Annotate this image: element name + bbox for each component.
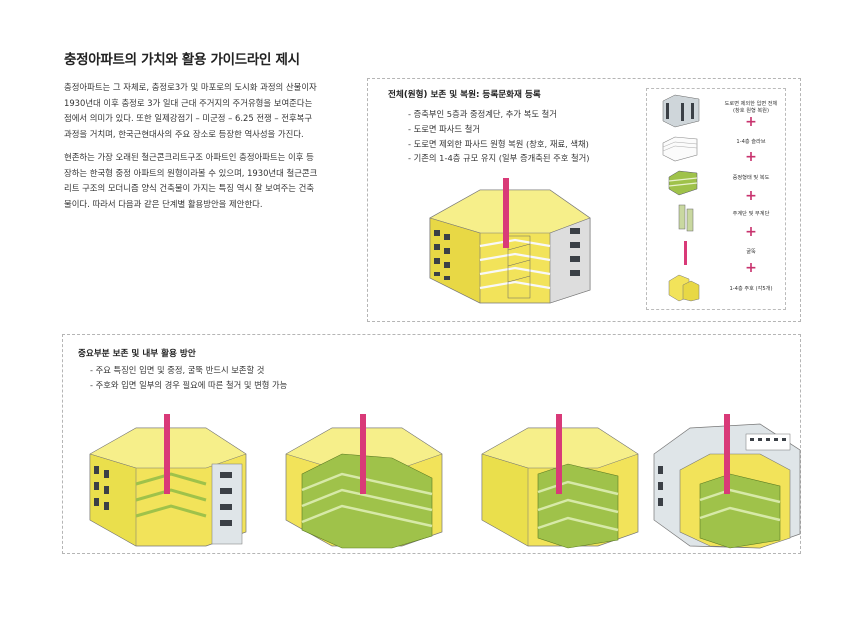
panel-2-title: 중요부분 보존 및 내부 활용 방안 <box>78 349 196 359</box>
legend-icon-chimney <box>684 241 687 265</box>
window-strip-left <box>434 230 450 280</box>
intro-line: 1930년대 이후 충정로 3가 일대 근대 주거지의 주거유형을 보여준다는 <box>64 97 313 108</box>
chimney <box>360 414 366 494</box>
plus-icon: + <box>745 149 757 165</box>
chimney <box>724 414 730 494</box>
chimney <box>503 178 509 248</box>
scenario-diagram-2 <box>285 414 443 549</box>
legend-icon-facade <box>662 94 700 128</box>
legend-icon-slab <box>662 136 698 162</box>
intro-line: 현존하는 가장 오래된 철근콘크리트구조 아파트인 충정아파트는 이후 등 <box>64 152 314 162</box>
intro-line: 리트 구조의 모더니즘 양식 건축물이 가지는 특징 역시 잘 보여주는 건축 <box>64 183 315 194</box>
intro-line: 물이다. 따라서 다음과 같은 단계별 활용방안을 제안한다. <box>64 198 263 209</box>
bullet-item: - 도로면 제외한 파사드 원형 복원 (창호, 재료, 색채) <box>408 138 589 149</box>
page-title: 충정아파트의 가치와 활용 가이드라인 제시 <box>64 52 300 68</box>
legend-label-slab: 1-4층 슬라브 <box>736 139 766 145</box>
intro-line: 점에서 의미가 있다. 또한 일제강점기 – 미군정 – 6.25 전쟁 – 전… <box>64 113 313 124</box>
building-body <box>429 178 591 304</box>
legend-label-facade: 도로면 제외한 입면 전체 (창호 원형 복원) <box>724 101 778 114</box>
scenario-diagram-1 <box>89 414 247 547</box>
bullet-item: - 기존의 1-4층 규모 유지 (일부 증개축된 주호 철거) <box>408 153 590 164</box>
legend-label-stairs: 주계단 및 부계단 <box>732 211 770 217</box>
stair-block <box>507 235 531 299</box>
intro-paragraph-2: 현존하는 가장 오래된 철근콘크리트구조 아파트인 충정아파트는 이후 등 장하… <box>64 150 364 212</box>
scenario-diagram-4 <box>653 414 801 549</box>
intro-line: 충정아파트는 그 자체로, 충정로3가 및 마포로의 도시화 과정의 산물이자 <box>64 82 317 92</box>
legend-label-courtyard: 중정형태 및 복도 <box>732 175 770 181</box>
legend-icon-stairs <box>678 204 694 232</box>
panel-2-bullets: - 주요 특징인 입면 및 중정, 굴뚝 반드시 보존할 것 - 주호와 입면 … <box>90 363 287 393</box>
panel-1-bullets: - 증축부인 5층과 중정계단, 추가 복도 철거 - 도로면 파사드 철거 -… <box>408 107 590 166</box>
bullet-item: - 증축부인 5층과 중정계단, 추가 복도 철거 <box>408 109 557 119</box>
scenario-diagram-3 <box>481 414 639 549</box>
window-strip-right <box>570 228 580 276</box>
bullet-item: - 도로면 파사드 철거 <box>408 123 480 134</box>
chimney <box>556 414 562 494</box>
plus-icon: + <box>745 260 757 276</box>
legend-panel: 도로면 제외한 입면 전체 (창호 원형 복원) + 1-4층 슬라브 + 중정… <box>646 88 786 310</box>
intro-line: 장하는 한국형 중정 아파트의 원형이라볼 수 있으며, 1930년대 철근콘크 <box>64 167 318 178</box>
legend-icon-courtyard <box>668 170 698 196</box>
legend-label-units: 1-4층 주호 (각5개) <box>729 286 773 292</box>
intro-paragraph-1: 충정아파트는 그 자체로, 충정로3가 및 마포로의 도시화 과정의 산물이자 … <box>64 80 364 142</box>
bullet-item: - 주호와 입면 일부의 경우 필요에 따른 철거 및 변형 가능 <box>90 379 288 390</box>
plus-icon: + <box>745 224 757 240</box>
bullet-item: - 주요 특징인 입면 및 중정, 굴뚝 반드시 보존할 것 <box>90 365 265 375</box>
legend-icon-units <box>668 274 700 302</box>
building-diagram-main <box>429 178 591 304</box>
panel-full-preservation <box>367 78 801 322</box>
floor-slabs <box>479 238 551 290</box>
plus-icon: + <box>745 114 757 130</box>
intro-line: 과정을 거치며, 한국근현대사의 주요 장소로 등장한 역사성을 가진다. <box>64 128 304 139</box>
panel-1-title: 전체(원형) 보존 및 복원: 등록문화재 등록 <box>388 90 541 100</box>
plus-icon: + <box>745 188 757 204</box>
panel-interior-use <box>62 334 801 554</box>
legend-label-chimney: 굴뚝 <box>746 249 756 255</box>
chimney <box>164 414 170 494</box>
